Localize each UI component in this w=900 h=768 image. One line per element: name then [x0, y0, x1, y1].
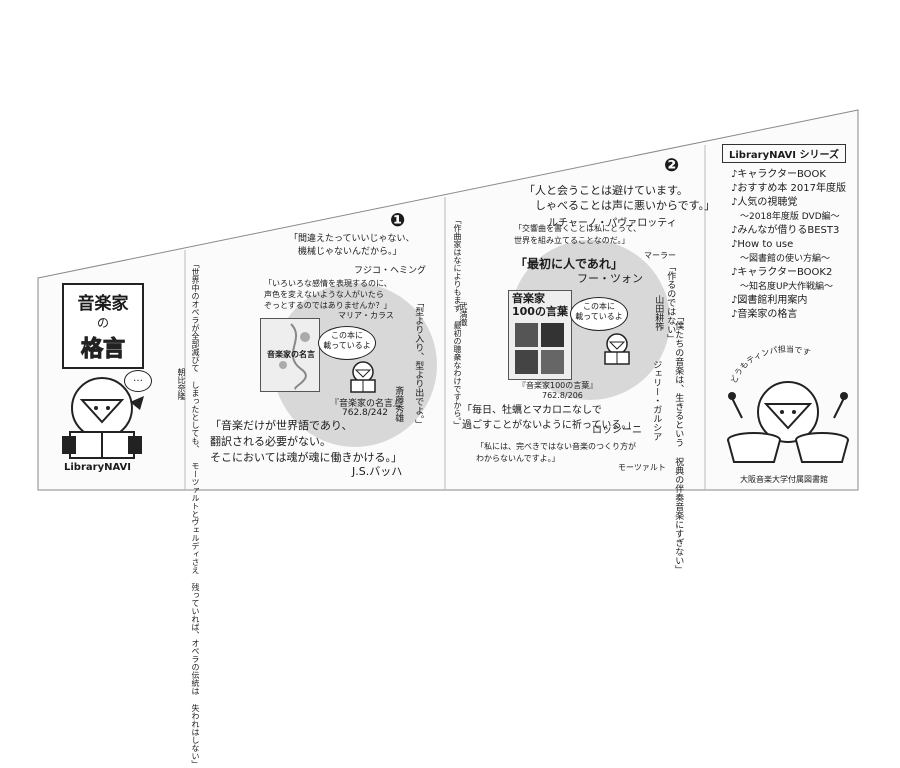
series-menu-item: ♪キャラクターBOOK2	[731, 267, 833, 278]
ninja-mascot-reading	[62, 377, 144, 459]
cover-title-line2: の	[96, 316, 109, 330]
panel2-quote1-text: 「人と会うことは避けています。 しゃべることは声に悪いからです。」	[524, 184, 716, 213]
panel2-book-title: 音楽家 100の言葉	[512, 292, 568, 318]
panel2-quote7-text: 「毎日、牡蠣とマカロニなしで 過ごすことがないように祈っている。」	[462, 405, 637, 431]
panel2-quote2-text: 「作曲家はなによりもまず 最初の聴衆なわけですから。」	[453, 216, 462, 429]
panel1-quote1-author: 朝比奈隆	[177, 368, 186, 400]
panel1-quote2-text: 「間違えたっていいじゃない、 機械じゃないんだから。」	[289, 234, 415, 258]
panel2-quote6-text: 「僕たちの音楽は、生きるという 祝典の伴奏音楽にすぎない」	[673, 312, 684, 574]
leaflet-sheet: 音楽家 の 格言 … LibraryNAVI ❶ 「世界中のオペラが全部滅びて …	[37, 109, 859, 768]
panel1-number: ❶	[390, 210, 406, 231]
panel2-number: ❷	[664, 155, 680, 176]
series-menu-subitem: 〜2018年度版 DVD編〜	[731, 212, 840, 222]
series-menu-item: ♪How to use	[731, 239, 794, 250]
panel2-book-cover: 音楽家 100の言葉	[508, 290, 572, 380]
timpani-mascot: どうもティンパ担当です	[727, 344, 849, 463]
panel2-speech-bubble: この本に 載っているよ	[570, 297, 628, 331]
panel1-book-caption: 『音楽家の名言』	[330, 399, 403, 409]
panel2-quote2-author: 武満徹	[459, 302, 468, 326]
series-menu-item: ♪人気の視聴覚	[731, 197, 798, 208]
panel2-reader-mascot	[604, 333, 630, 365]
cover-title-line3: 格言	[80, 337, 125, 363]
panel2-book-caption: 『音楽家100の言葉』	[518, 381, 598, 390]
panel2-quote4-author: フー・ツォン	[577, 272, 643, 285]
panel2-quote8-text: 「私には、完べきではない音楽のつくり方が わからないんですよ。」	[476, 442, 636, 463]
svg-text:どうもティンパ担当です: どうもティンパ担当です	[729, 344, 811, 385]
cover-speech-bubble: …	[124, 370, 152, 392]
panel2-quote1-author: ルチャーノ・パヴァロッティ	[548, 218, 677, 229]
panel1-reader-mascot	[350, 361, 376, 393]
panel2-quote5-author: 山田耕筰	[653, 295, 664, 331]
series-menu-item: ♪キャラクターBOOK	[731, 169, 826, 180]
series-menu-item: ♪みんなが借りるBEST3	[731, 225, 840, 236]
panel2-quote6-author: ジェリー・ガルシア	[651, 360, 662, 441]
series-menu-subitem: 〜知名度UP大作戦編〜	[731, 282, 834, 292]
panel1-quote5-author: J.S.バッハ	[352, 465, 403, 478]
panel1-book-cover: 音楽家の名言	[260, 318, 320, 392]
panel1-quote4-author: 斎藤秀雄	[393, 386, 404, 422]
cover-title-box: 音楽家 の 格言	[62, 283, 144, 369]
panel1-quote3-author: マリア・カラス	[338, 311, 394, 320]
series-menu-item: ♪図書館利用案内	[731, 295, 808, 306]
panel1-quote1-text: 「世界中のオペラが全部滅びて しまったとしても、 モーツァルトとヴェルディさえ …	[191, 260, 200, 768]
panel1-speech-bubble: この本に 載っているよ	[318, 326, 376, 360]
panel2-quote8-author: モーツァルト	[618, 463, 666, 472]
cover-brand: LibraryNAVI	[64, 462, 131, 473]
panel1-quote5-text: 「音楽だけが世界語であり、 翻訳される必要がない。 そこにおいては魂が魂に働きか…	[210, 419, 402, 464]
panel1-quote3-text: 「いろいろな感情を表現するのに、 声色を変えないような人がいたら ぞっとするので…	[264, 279, 392, 311]
panel1-quote2-author: フジコ・ヘミング	[354, 266, 427, 276]
panel2-quote5-text: 「作るのではない」	[665, 262, 676, 343]
panel2-quote3-author: マーラー	[644, 251, 676, 260]
series-menu-subitem: 〜図書館の使い方編〜	[731, 254, 831, 264]
panel2-quote7-author: ロッシーニ	[592, 425, 642, 436]
series-label: LibraryNAVI シリーズ	[722, 144, 846, 163]
panel1-quote4-text: 「型より入り、型より出でよ。」	[413, 298, 424, 429]
panel1-book-title: 音楽家の名言	[267, 350, 315, 359]
panel2-quote3-text: 「交響曲を書くことは私にとって、 世界を組み立てることなのだ。」	[514, 224, 641, 246]
library-name: 大阪音楽大学付属図書館	[740, 475, 828, 484]
series-menu-item: ♪おすすめ本 2017年度版	[731, 183, 847, 194]
panel1-book-callnumber: 762.8/242	[342, 408, 388, 418]
panel2-book-callnumber: 762.8/206	[542, 391, 583, 400]
curve-caption: どうもティンパ担当です	[729, 344, 811, 385]
panel2-quote4-text: 「最初に人であれ」	[515, 257, 623, 271]
series-menu-item: ♪音楽家の格言	[731, 309, 798, 320]
cover-title-line1: 音楽家	[77, 294, 129, 314]
series-menu-list: ♪キャラクターBOOK ♪おすすめ本 2017年度版 ♪人気の視聴覚 〜2018…	[731, 168, 846, 322]
